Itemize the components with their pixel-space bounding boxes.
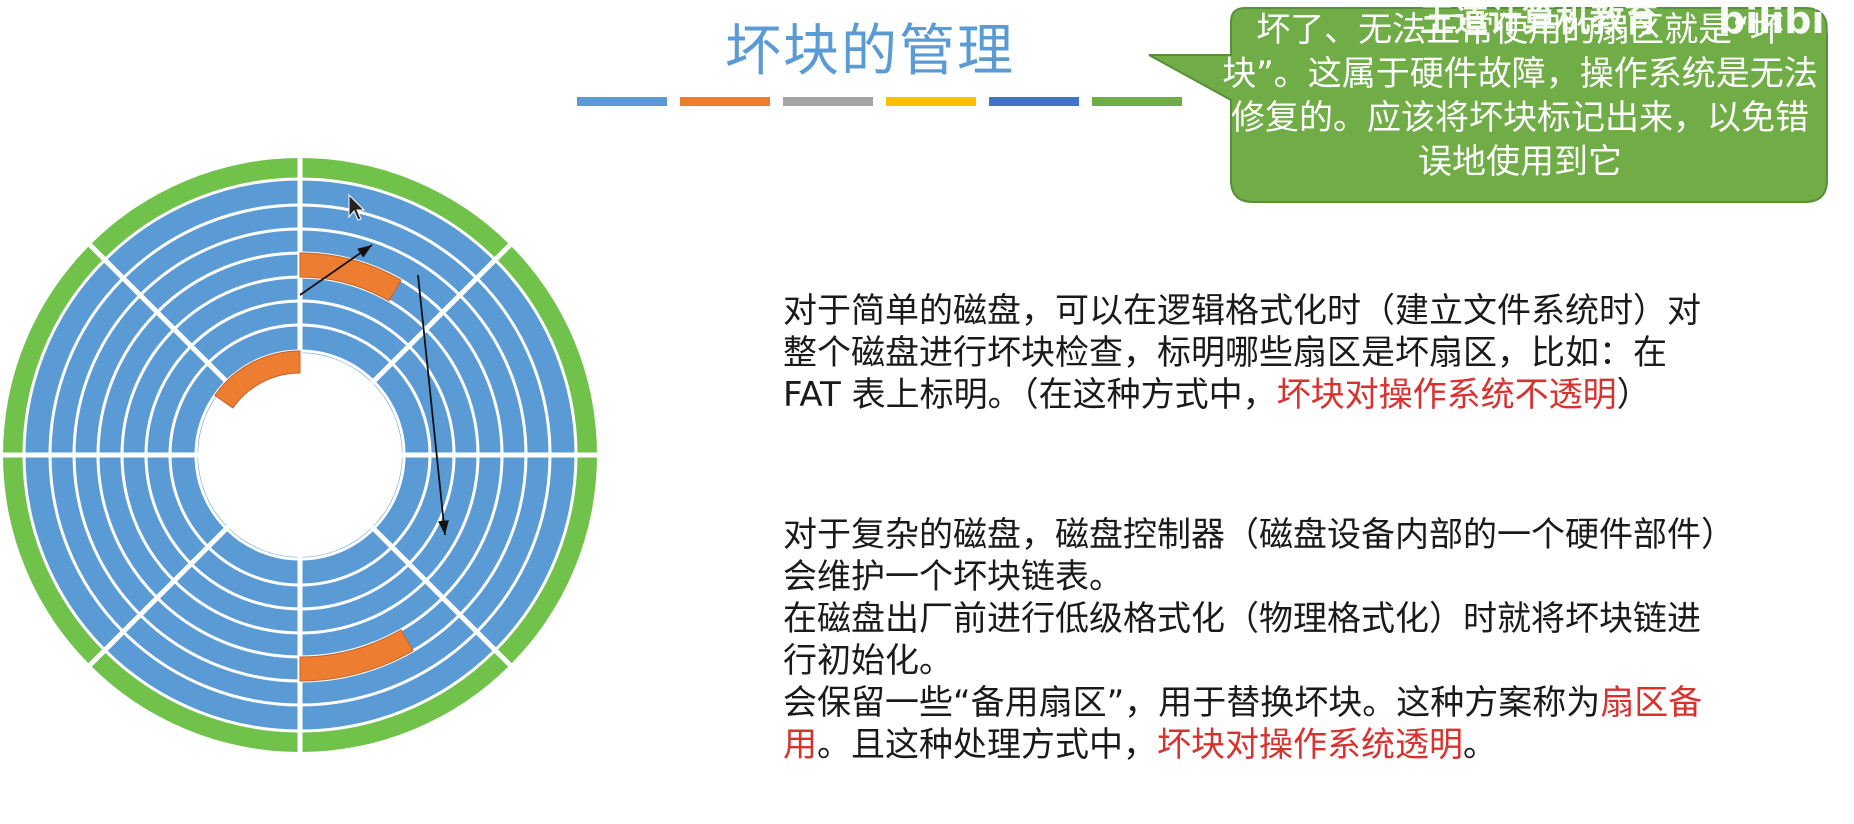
mouse-cursor-icon [348, 193, 366, 221]
para2-highlight-spare: 扇区备用 [783, 683, 1703, 765]
disk-hub [198, 353, 402, 557]
arrow [299, 244, 373, 296]
para2-line1: 对于复杂的磁盘，磁盘控制器（磁盘设备内部的一个硬件部件）会维护一个坏块链表。 [783, 515, 1718, 597]
para2-line3: 会保留一些“备用扇区”，用于替换坏块。这种方案称为扇区备用。且这种处理方式中，坏… [783, 682, 1733, 766]
sector-divider [86, 241, 230, 385]
para2-highlight-transparent: 坏块对操作系统透明 [1157, 725, 1463, 765]
color-bar [577, 97, 667, 106]
sector-divider [370, 241, 514, 385]
callout-bubble [1148, 7, 1828, 203]
sector-divider [370, 525, 514, 669]
title-color-bars [577, 97, 1182, 107]
color-bar [1092, 97, 1182, 106]
callout-text: 坏了、无法正常使用的扇区就是“坏块”。这属于硬件故障，操作系统是无法修复的。应该… [1222, 10, 1818, 182]
color-bar [680, 97, 770, 106]
para1-text: 对于简单的磁盘，可以在逻辑格式化时（建立文件系统时）对整个磁盘进行坏块检查，标明… [783, 291, 1701, 415]
watermark-text: 王道计算机教育 [1420, 0, 1658, 40]
color-bar [989, 97, 1079, 106]
callout-shape [1148, 7, 1828, 203]
spare-sector [299, 629, 414, 682]
bad-block [214, 350, 301, 409]
disk-diagram [0, 155, 600, 755]
remap-arrows [299, 244, 449, 536]
paragraph-simple-disk: 对于简单的磁盘，可以在逻辑格式化时（建立文件系统时）对整个磁盘进行坏块检查，标明… [783, 290, 1733, 416]
sector-divider [86, 525, 230, 669]
paragraph-complex-disk: 对于复杂的磁盘，磁盘控制器（磁盘设备内部的一个硬件部件）会维护一个坏块链表。 在… [783, 514, 1733, 766]
bad-blocks [214, 252, 414, 682]
para2-line3-a: 会保留一些“备用扇区”，用于替换坏块。这种方案称为 [783, 683, 1601, 723]
bilibili-logo-icon: bilibili [1718, 0, 1851, 42]
para1-end: ） [1616, 375, 1651, 415]
color-bar [783, 97, 873, 106]
page-title: 坏块的管理 [725, 19, 1015, 84]
color-bar [886, 97, 976, 106]
para2-line3-b: 。且这种处理方式中， [817, 725, 1157, 765]
bad-block [299, 252, 402, 302]
para2-line2: 在磁盘出厂前进行低级格式化（物理格式化）时就将坏块链进行初始化。 [783, 599, 1701, 681]
arrow [417, 274, 449, 536]
para2-line3-end: 。 [1463, 725, 1497, 765]
para1-highlight: 坏块对操作系统不透明 [1276, 375, 1617, 415]
